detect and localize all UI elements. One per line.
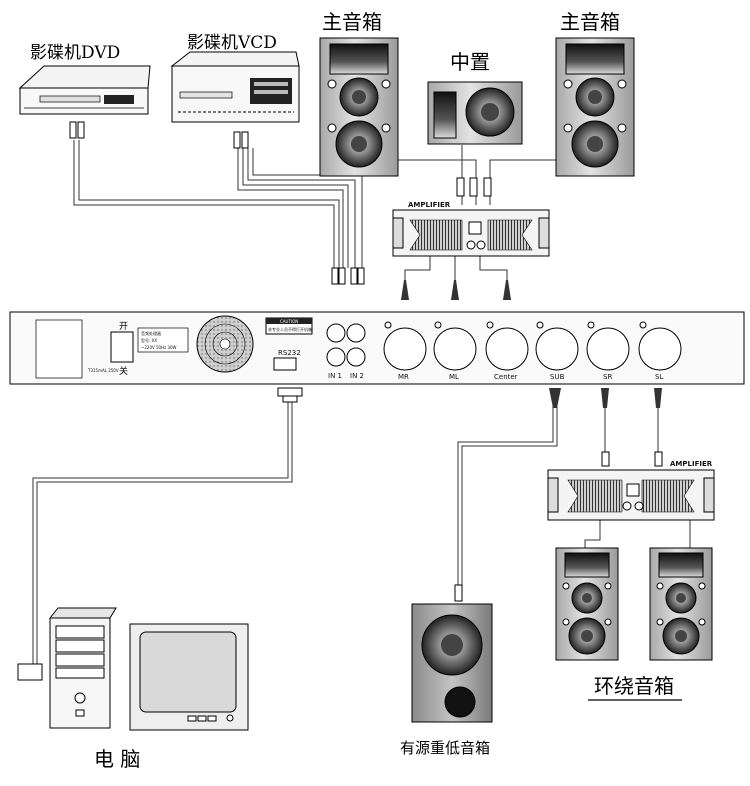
main-speaker-left: 主音箱: [319, 10, 399, 177]
surround-label: 环绕音箱: [594, 674, 674, 698]
surround-speaker-left: [555, 547, 619, 661]
output-sr-label: SR: [603, 373, 612, 381]
audio-processor: T315mAL 250V 开 关 音频处理器 型号: XX ~220V 50Hz…: [9, 311, 745, 385]
switch-on-label: 开: [119, 321, 128, 332]
computer-label: 电 脑: [94, 747, 140, 771]
xlr-plugs: [401, 280, 662, 408]
surround-speaker-right: [649, 547, 713, 661]
spec-line-1: 音频处理器: [141, 330, 161, 336]
rca-plugs: [69, 121, 663, 602]
dvd-label: 影碟机DVD: [30, 43, 120, 63]
output-mr-label: MR: [398, 373, 409, 381]
vcd-label: 影碟机VCD: [187, 33, 277, 53]
output-ml-label: ML: [449, 373, 459, 381]
spec-line-3: ~220V 50Hz 30W: [141, 345, 177, 350]
rs232-plug: [277, 387, 303, 403]
amplifier-bottom-label: AMPLIFIER: [670, 460, 713, 468]
center-speaker: 中置: [427, 50, 523, 145]
amplifier-bottom: AMPLIFIER: [547, 460, 715, 521]
main-speaker-right: 主音箱: [555, 10, 635, 177]
in1-label: IN 1: [328, 372, 342, 380]
computer: 电 脑: [17, 607, 249, 771]
amplifier-top-label: AMPLIFIER: [408, 201, 451, 209]
vcd-player: 影碟机VCD: [170, 33, 300, 123]
switch-off-label: 关: [119, 365, 128, 377]
center-label: 中置: [450, 50, 490, 74]
main-speaker-right-label: 主音箱: [560, 10, 620, 34]
caution-label: CAUTION: [280, 319, 298, 324]
output-center-label: Center: [494, 373, 518, 381]
rs232-label: RS232: [278, 349, 301, 357]
fuse-text: T315mAL 250V: [87, 368, 119, 373]
amplifier-top: AMPLIFIER: [392, 201, 550, 257]
main-speaker-left-label: 主音箱: [322, 10, 382, 34]
spec-line-2: 型号: XX: [141, 337, 157, 343]
output-sl-label: SL: [655, 373, 663, 381]
dvd-player: 影碟机DVD: [18, 43, 151, 115]
warning-text: 非专业人员不得打开机箱: [268, 326, 312, 332]
output-sub-label: SUB: [550, 373, 565, 381]
subwoofer: 有源重低音箱: [400, 603, 493, 757]
in2-label: IN 2: [350, 372, 364, 380]
subwoofer-label: 有源重低音箱: [400, 739, 490, 757]
